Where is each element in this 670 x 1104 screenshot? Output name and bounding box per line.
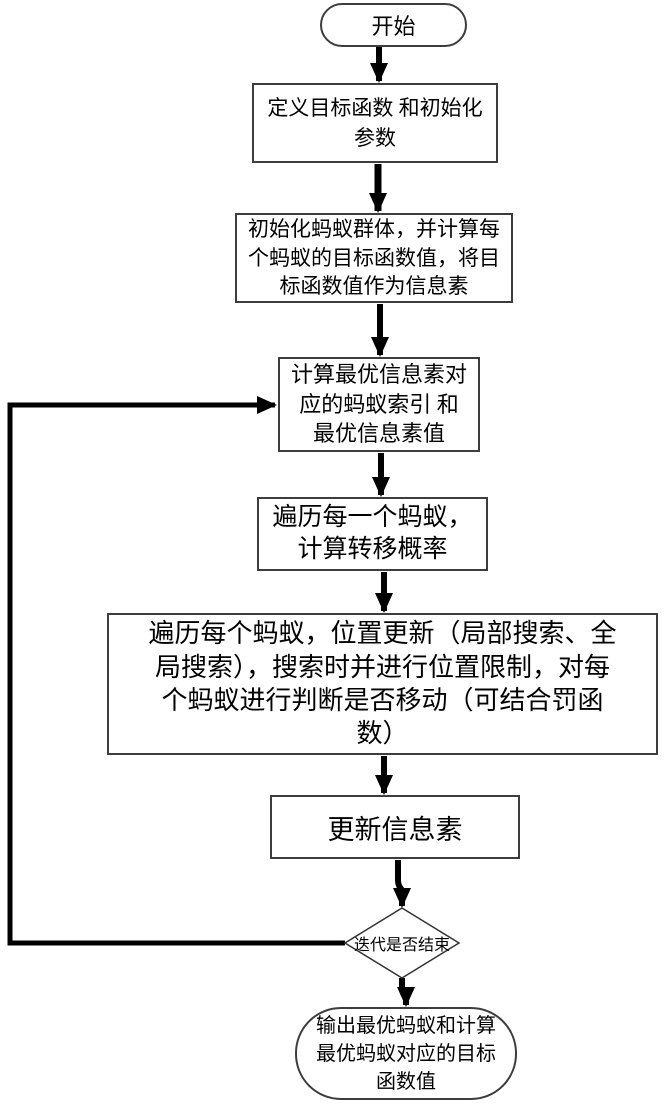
node-update-pheromone-label: 更新信息素 <box>327 814 463 845</box>
decision-diamond <box>343 907 461 979</box>
node-define-objective-label: 定义目标函数 和初始化 参数 <box>267 95 483 150</box>
node-update-pheromone: 更新信息素 <box>270 795 520 859</box>
node-best-pheromone: 计算最优信息素对 应的蚂蚁索引 和 最优信息素值 <box>278 357 480 452</box>
node-decision-label: 迭代是否结束 <box>353 937 450 954</box>
node-best-pheromone-label: 计算最优信息素对 应的蚂蚁索引 和 最优信息素值 <box>290 361 467 447</box>
node-init-colony-label: 初始化蚂蚁群体，并计算每 个蚂蚁的目标函数值，将目 标函数值作为信息素 <box>248 217 500 299</box>
node-start-label: 开始 <box>371 14 416 39</box>
arrow-decision-to-output <box>397 978 415 1007</box>
node-transition-probability: 遍历每一个蚂蚁， 计算转移概率 <box>257 497 488 571</box>
arrow-pheromone-to-decision <box>393 860 411 908</box>
node-position-update-label: 遍历每个蚂蚁，位置更新（局部搜索、全 局搜索），搜索时并进行位置限制，对每 个蚂… <box>148 619 617 749</box>
node-position-update: 遍历每个蚂蚁，位置更新（局部搜索、全 局搜索），搜索时并进行位置限制，对每 个蚂… <box>107 613 658 755</box>
node-output-label: 输出最优蚂蚁和计算 最优蚂蚁对应的目标 函数值 <box>316 1014 496 1093</box>
loopback-decision-to-best <box>7 396 345 946</box>
node-start: 开始 <box>320 3 467 47</box>
node-define-objective: 定义目标函数 和初始化 参数 <box>252 83 498 163</box>
node-init-colony: 初始化蚂蚁群体，并计算每 个蚂蚁的目标函数值，将目 标函数值作为信息素 <box>235 213 513 303</box>
node-output: 输出最优蚂蚁和计算 最优蚂蚁对应的目标 函数值 <box>295 1007 517 1100</box>
node-transition-probability-label: 遍历每一个蚂蚁， 计算转移概率 <box>272 503 473 564</box>
node-decision: 迭代是否结束 <box>345 908 459 978</box>
